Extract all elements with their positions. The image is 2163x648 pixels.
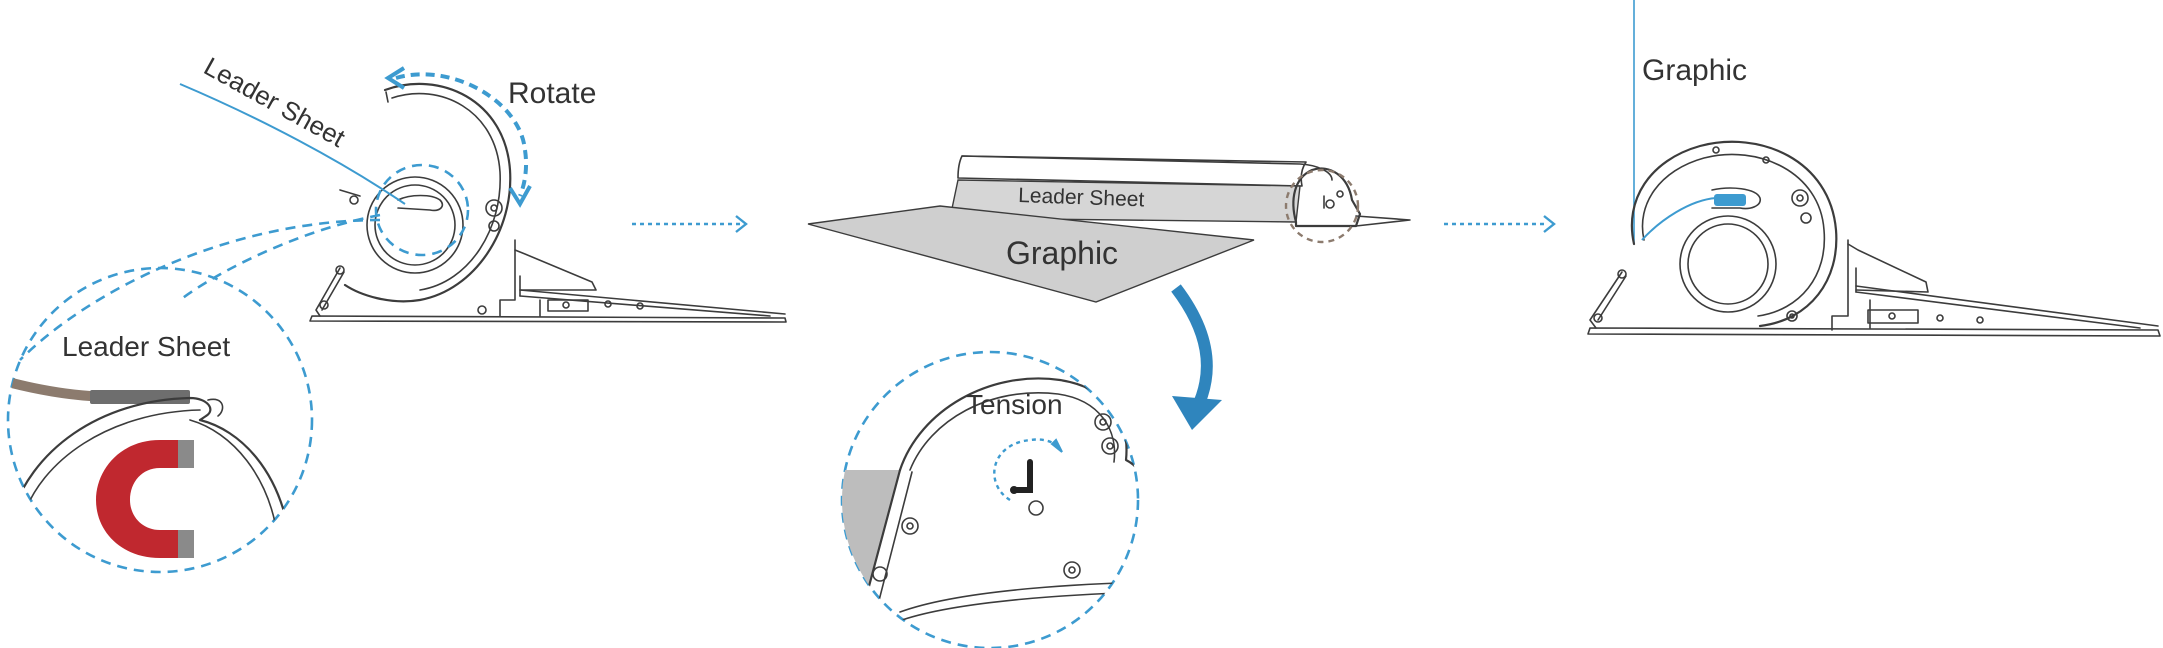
graphic-label: Graphic xyxy=(1006,235,1118,271)
graphic-sheet xyxy=(807,205,1255,303)
tension-inset: Tension xyxy=(840,350,1140,648)
zoom-connector xyxy=(19,218,381,361)
rotate-label: Rotate xyxy=(508,77,596,110)
leader-sheet-line xyxy=(179,83,406,205)
zoom-arrow-icon xyxy=(1171,284,1222,430)
tension-key-icon xyxy=(1010,459,1033,494)
graphic-insert xyxy=(1714,194,1746,206)
step3-profile xyxy=(1587,0,2161,337)
rotate-arrow-icon xyxy=(384,66,532,208)
focus-circle xyxy=(374,163,470,257)
horseshoe-magnet-icon xyxy=(96,440,194,558)
step3-graphic-label: Graphic xyxy=(1642,54,1747,87)
tension-arrow-icon xyxy=(993,438,1063,502)
band-leader-sheet-label: Leader Sheet xyxy=(1018,184,1145,211)
magnet-inset: Leader Sheet xyxy=(6,266,314,574)
step2-roller xyxy=(807,155,1411,303)
step1-profile xyxy=(309,82,787,323)
tension-focus-circle xyxy=(1284,168,1360,244)
flow-arrow-2 xyxy=(1444,215,1556,233)
inset-leader-sheet-label: Leader Sheet xyxy=(62,331,230,362)
tension-label: Tension xyxy=(966,389,1063,420)
flow-arrow-1 xyxy=(632,215,748,233)
